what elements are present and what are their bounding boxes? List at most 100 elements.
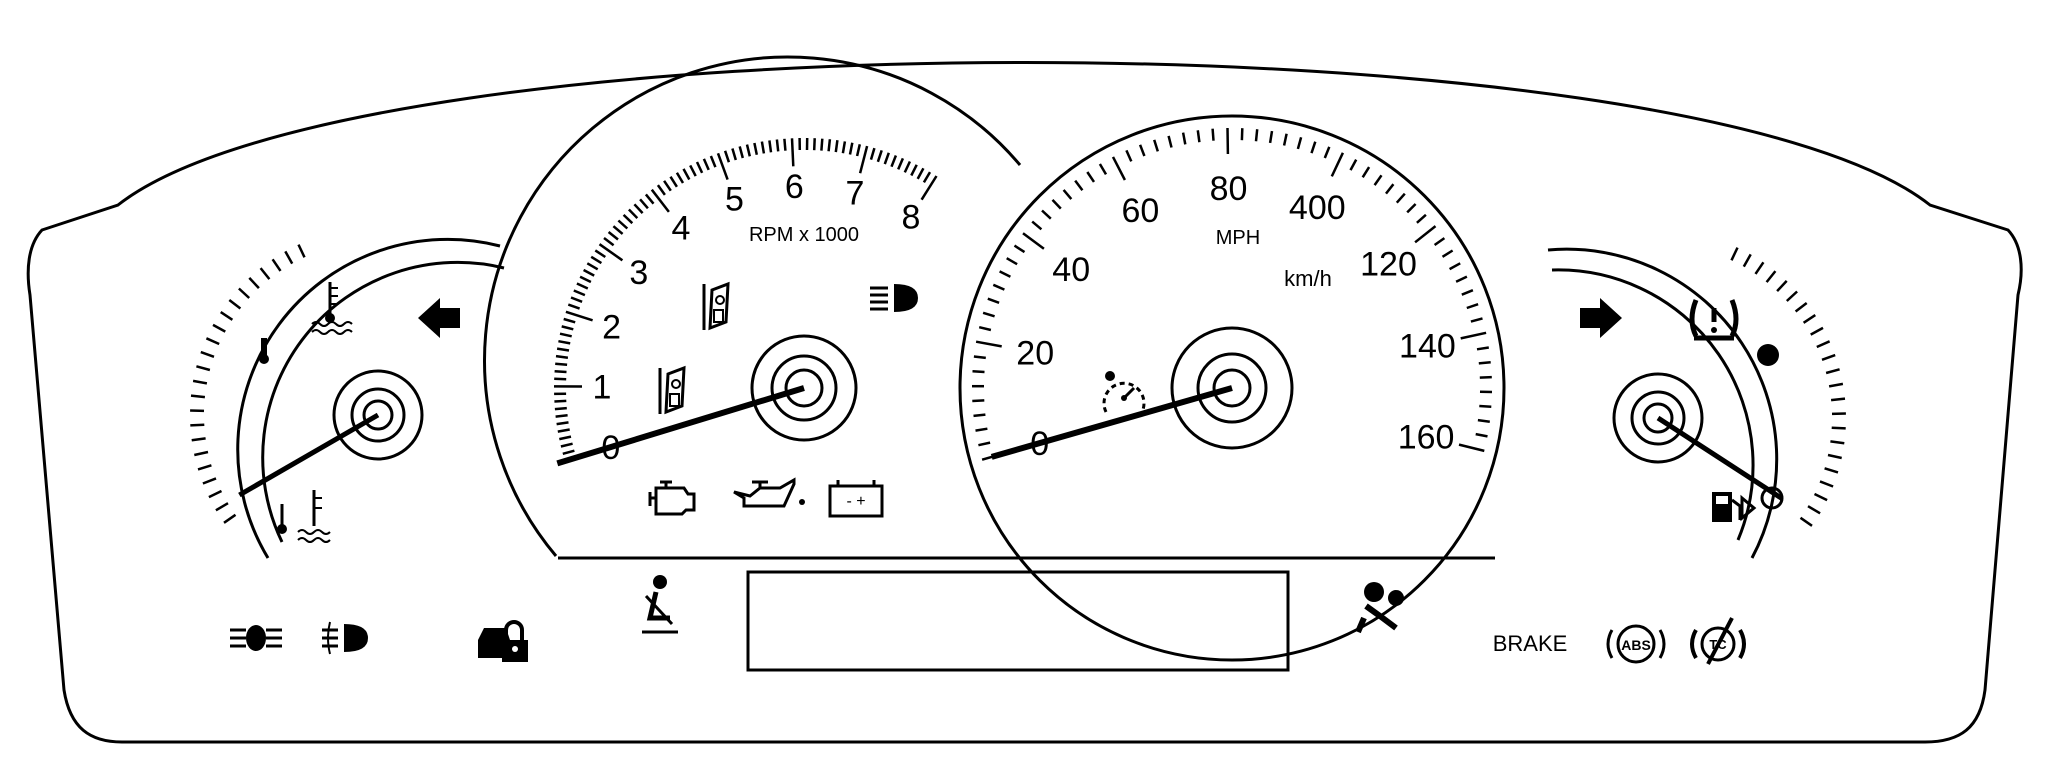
gauge-tick (1254, 129, 1259, 142)
gauge-tick (567, 303, 581, 310)
gauge-tick (1022, 232, 1045, 250)
gauge-tick (858, 145, 869, 174)
hot-thermometer-icon (259, 338, 269, 364)
gauge-tick (820, 138, 824, 151)
gauge-tick (723, 150, 731, 163)
gauge-tick (910, 164, 918, 177)
gauge-tick (1282, 133, 1288, 146)
gauge-tick (1098, 163, 1108, 176)
gauge-tick (192, 379, 208, 385)
temperature-gauge-ticks (190, 244, 306, 524)
dial-numeral: 20 (1016, 334, 1054, 372)
gauge-tick (558, 339, 571, 345)
gauge-tick (284, 250, 294, 265)
gauge-tick (1416, 213, 1427, 224)
fuel-gauge-hub-mid (1630, 390, 1686, 446)
temperature-gauge-hub-mid (350, 387, 406, 443)
gauge-tick (1824, 467, 1839, 474)
gauge-tick (555, 354, 569, 359)
gauge-tick (1785, 290, 1798, 302)
gauge-tick (1074, 179, 1084, 191)
gauge-tick (1373, 174, 1383, 186)
gauge-tick (557, 428, 570, 433)
gauge-tick (992, 283, 1005, 291)
gauge-tick (1730, 247, 1739, 261)
speedometer-hub-inner (1212, 368, 1252, 408)
gauge-tick (812, 138, 816, 151)
gauge-tick (555, 362, 568, 367)
gauge-tick (633, 203, 644, 214)
gauge-tick (1765, 270, 1777, 283)
dial-numeral: 4 (672, 210, 691, 248)
traction-control-icon: TC (1690, 617, 1746, 665)
gauge-tick (855, 144, 862, 157)
gauge-tick (1830, 397, 1846, 402)
temperature-gauge-arc (236, 237, 501, 559)
speedometer-rim (958, 114, 1506, 662)
dial-numeral: 1 (593, 369, 612, 407)
gauge-tick (248, 277, 260, 289)
gauge-tick (1441, 249, 1454, 258)
gauge-tick (1211, 128, 1215, 141)
temperature-gauge-hub-outer (332, 369, 424, 461)
gauge-tick (1031, 220, 1043, 231)
gauge-tick (555, 414, 568, 418)
tachometer-rim (483, 55, 1022, 557)
gauge-tick (1448, 262, 1461, 271)
gauge-tick (768, 140, 773, 153)
tire-pressure-icon (1689, 299, 1739, 341)
gauge-tick (220, 311, 234, 321)
gauge-tick (223, 513, 237, 524)
gauge-tick (191, 437, 206, 442)
gauge-tick (202, 477, 217, 485)
traction-label: TC (1709, 637, 1727, 652)
gauge-tick (556, 347, 570, 352)
gauge-tick (975, 427, 988, 432)
gauge-tick (644, 193, 655, 205)
gauge-tick (834, 140, 839, 153)
temperature-gauge-hub-inner (362, 399, 394, 431)
gauge-tick (560, 442, 573, 448)
gauge-tick (563, 317, 576, 324)
fuel-gauge-hub-inner (1642, 402, 1674, 434)
gauge-tick (916, 167, 925, 180)
gauge-tick (1476, 346, 1489, 351)
turn-right-arrow-icon (1580, 298, 1622, 338)
gauge-tick (973, 355, 986, 360)
gauge-tick (297, 244, 306, 258)
temperature-gauge (190, 237, 505, 559)
gauge-tick (1181, 132, 1187, 145)
fog-lamp-icon (322, 621, 368, 655)
high-beam-icon (870, 284, 918, 312)
gauge-tick (1125, 149, 1133, 162)
gauge-tick (576, 282, 589, 290)
gauge-tick (903, 160, 912, 173)
gauge-tick (1406, 203, 1417, 214)
speedometer-hub-outer (1170, 326, 1294, 450)
gauge-tick (1825, 368, 1840, 375)
gauge-tick (695, 161, 704, 174)
gauge-tick (617, 219, 629, 230)
battery-icon: - + (828, 480, 884, 518)
gauge-tick (205, 337, 220, 346)
gauge-tick (594, 249, 606, 259)
door-ajar-icon-rear (658, 365, 686, 415)
gauge-tick (559, 332, 572, 338)
tachometer-hub-inner (784, 368, 824, 408)
gauge-tick (579, 275, 592, 284)
gauge-tick (972, 399, 985, 403)
gauge-tick (982, 311, 995, 318)
gauge-tick (190, 423, 205, 427)
gauge-tick (1395, 192, 1406, 204)
gauge-tick (1802, 314, 1816, 324)
gauge-tick (1167, 135, 1173, 148)
gauge-tick (1810, 326, 1824, 336)
dial-numeral: 8 (902, 199, 921, 237)
gauge-tick (1458, 443, 1485, 453)
gauge-tick (790, 138, 795, 167)
gauge-tick (556, 421, 569, 426)
battery-terminals-label: - + (846, 493, 865, 510)
